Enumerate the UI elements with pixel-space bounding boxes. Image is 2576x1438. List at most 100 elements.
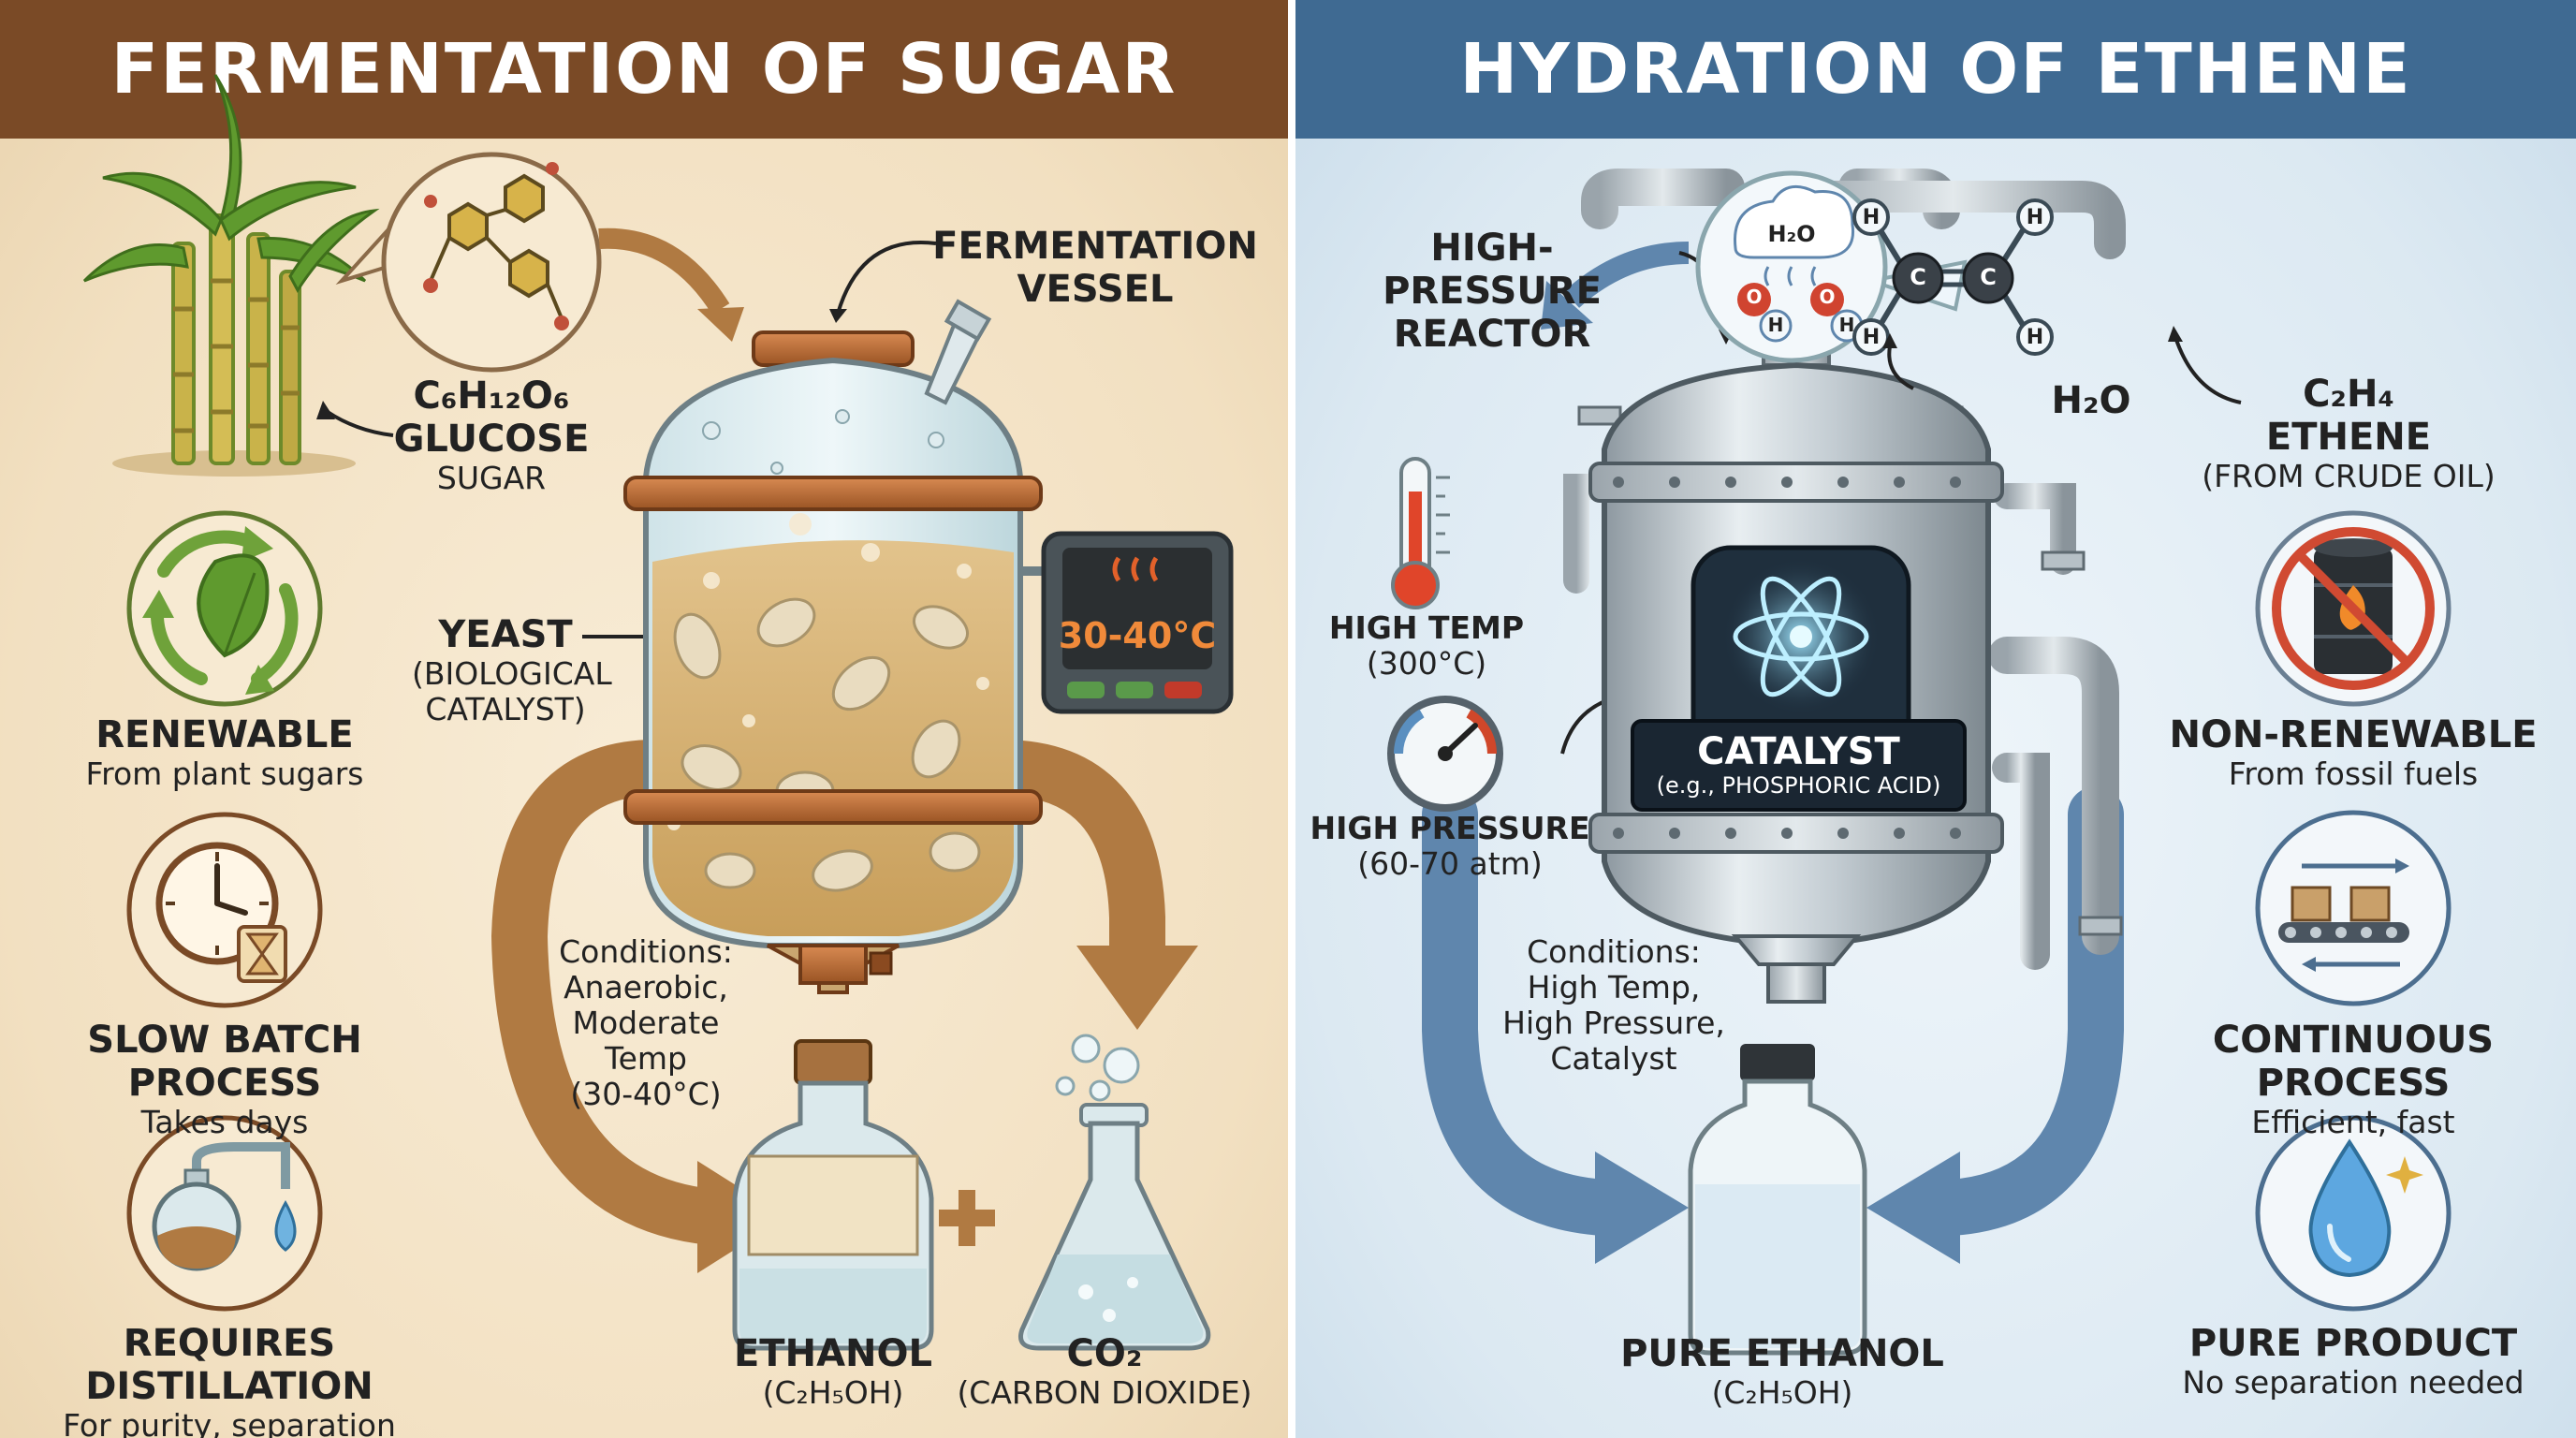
co2-name: CO₂ <box>1066 1332 1143 1375</box>
carbon-atom: C <box>1980 264 1997 290</box>
conditions-line2: High Pressure, <box>1502 1004 1725 1041</box>
recycle-leaf-icon <box>126 510 323 707</box>
pure-ethanol-formula: (C₂H₅OH) <box>1711 1374 1853 1411</box>
hydrogen-atom: H <box>1862 206 1881 229</box>
vessel-label-line2: VESSEL <box>1017 268 1174 311</box>
feature-sub: Takes days <box>140 1104 309 1140</box>
feature-sub: No separation needed <box>2182 1364 2525 1401</box>
ethene-name: ETHENE <box>2265 416 2432 459</box>
co2-sub: (CARBON DIOXIDE) <box>957 1374 1252 1411</box>
ethanol-bottle-icon <box>1688 1044 1867 1356</box>
glucose-sub: SUGAR <box>436 460 547 496</box>
glucose-name: GLUCOSE <box>393 418 590 461</box>
ethanol-formula: (C₂H₅OH) <box>762 1374 904 1411</box>
temp-label: HIGH TEMP (300°C) <box>1314 610 1539 682</box>
temp-value: (300°C) <box>1366 644 1487 682</box>
ethanol-label: ETHANOL (C₂H₅OH) <box>693 1332 973 1411</box>
temp-display: 30-40°C <box>1058 615 1217 656</box>
ethene-formula: C₂H₄ <box>2303 373 2394 416</box>
feature-sub: Efficient, fast <box>2251 1104 2455 1140</box>
catalyst-title: CATALYST <box>1697 730 1900 773</box>
yeast-sub-2: CATALYST) <box>425 690 586 727</box>
carbon-atom: C <box>1910 264 1926 290</box>
feature-title: REQUIRES DISTILLATION <box>85 1322 373 1408</box>
right-flow-arrow <box>1923 786 2124 1236</box>
oxygen-atom: O <box>1746 286 1763 308</box>
hydration-artwork <box>1387 169 2452 1356</box>
fermentation-banner: FERMENTATION OF SUGAR <box>0 0 1288 139</box>
fermentation-title: FERMENTATION OF SUGAR <box>110 29 1178 110</box>
hydrogen-atom: H <box>2026 206 2044 229</box>
ethene-label: C₂H₄ ETHENE (FROM CRUDE OIL) <box>2194 373 2503 494</box>
feature-title: NON-RENEWABLE <box>2169 713 2538 756</box>
conditions-title: Conditions: <box>1527 933 1701 970</box>
temp-title: HIGH TEMP <box>1328 609 1525 646</box>
left-flow-arrow <box>1422 786 1632 1236</box>
hydration-panel: HYDRATION OF ETHENE <box>1295 0 2576 1438</box>
panel-divider <box>1288 0 1295 1438</box>
vessel-label: FERMENTATION VESSEL <box>927 225 1264 311</box>
ethanol-bottle-icon <box>732 1039 934 1351</box>
feature-non-renewable: NON-RENEWABLE From fossil fuels <box>2138 713 2569 792</box>
glucose-formula: C₆H₁₂O₆ <box>413 374 570 418</box>
feature-pure-product: PURE PRODUCT No separation needed <box>2138 1322 2569 1401</box>
hydration-banner: HYDRATION OF ETHENE <box>1295 0 2576 139</box>
conditions-line3: (30-40°C) <box>570 1075 722 1112</box>
fermentation-artwork <box>82 74 1234 1351</box>
conditions-title: Conditions: <box>559 933 733 970</box>
feature-title: PURE PRODUCT <box>2188 1322 2518 1365</box>
feature-renewable: RENEWABLE From plant sugars <box>19 713 431 792</box>
right-flow-arrow <box>973 740 1165 983</box>
feature-continuous: CONTINUOUS PROCESS Efficient, fast <box>2138 1019 2569 1140</box>
hydration-title: HYDRATION OF ETHENE <box>1459 29 2412 110</box>
conditions-line2: Moderate Temp <box>572 1004 720 1077</box>
atom-icon <box>1721 557 1881 716</box>
conditions-line1: Anaerobic, <box>564 968 728 1005</box>
pressure-title: HIGH PRESSURE <box>1310 810 1590 846</box>
plus-icon <box>939 1190 995 1246</box>
ethene-sub: (FROM CRUDE OIL) <box>2202 458 2496 494</box>
distillation-icon <box>126 1115 323 1312</box>
water-bubble-icon <box>1695 170 1968 363</box>
yeast-label: YEAST (BIOLOGICAL CATALYST) <box>412 613 612 727</box>
reactor-label-line1: HIGH-PRESSURE <box>1383 227 1602 313</box>
flask-co2-icon <box>1018 1034 1211 1351</box>
hydrogen-atom: H <box>2026 326 2044 349</box>
left-flow-arrow <box>490 740 739 1245</box>
feature-sub: From fossil fuels <box>2228 756 2479 792</box>
glucose-molecule-icon <box>335 152 602 373</box>
clock-hourglass-icon <box>126 812 323 1008</box>
oxygen-atom: O <box>1819 286 1836 308</box>
feature-title: CONTINUOUS PROCESS <box>2212 1019 2495 1105</box>
co2-label: CO₂ (CARBON DIOXIDE) <box>945 1332 1264 1411</box>
fermentation-panel: FERMENTATION OF SUGAR <box>0 0 1288 1438</box>
thermometer-icon <box>1391 457 1450 609</box>
fermentation-vessel-icon <box>623 299 1234 994</box>
hydrogen-atom: H <box>1862 326 1881 349</box>
water-drop-icon <box>2255 1115 2452 1312</box>
feature-title: SLOW BATCH PROCESS <box>87 1019 362 1105</box>
feature-sub: For purity, separation <box>63 1407 396 1438</box>
glucose-label: C₆H₁₂O₆ GLUCOSE SUGAR <box>379 374 604 496</box>
fermentation-conditions: Conditions: Anaerobic, Moderate Temp (30… <box>534 934 758 1112</box>
conveyor-icon <box>2255 810 2452 1006</box>
feature-title: RENEWABLE <box>95 713 354 756</box>
pressure-gauge-icon <box>1387 696 1503 812</box>
reactor-label-line2: REACTOR <box>1393 313 1591 356</box>
feature-sub: From plant sugars <box>85 756 364 792</box>
no-oil-barrel-icon <box>2255 510 2452 707</box>
ethene-molecule-icon <box>1852 198 2054 356</box>
hydrogen-atom: H <box>1838 314 1855 336</box>
yeast-title: YEAST <box>438 613 573 656</box>
catalyst-sub: (e.g., PHOSPHORIC ACID) <box>1656 772 1941 799</box>
conditions-line3: Catalyst <box>1550 1039 1677 1077</box>
hydrogen-atom: H <box>1767 314 1784 336</box>
conditions-line1: High Temp, <box>1527 968 1701 1005</box>
pressure-label: HIGH PRESSURE (60-70 atm) <box>1295 811 1604 882</box>
pure-ethanol-name: PURE ETHANOL <box>1620 1332 1944 1375</box>
vessel-label-line1: FERMENTATION <box>932 225 1258 268</box>
water-label: H₂O <box>2051 379 2131 422</box>
reactor-label: HIGH-PRESSURE REACTOR <box>1333 227 1651 356</box>
feature-distillation: REQUIRES DISTILLATION For purity, separa… <box>9 1322 449 1438</box>
pure-ethanol-label: PURE ETHANOL (C₂H₅OH) <box>1614 1332 1951 1411</box>
